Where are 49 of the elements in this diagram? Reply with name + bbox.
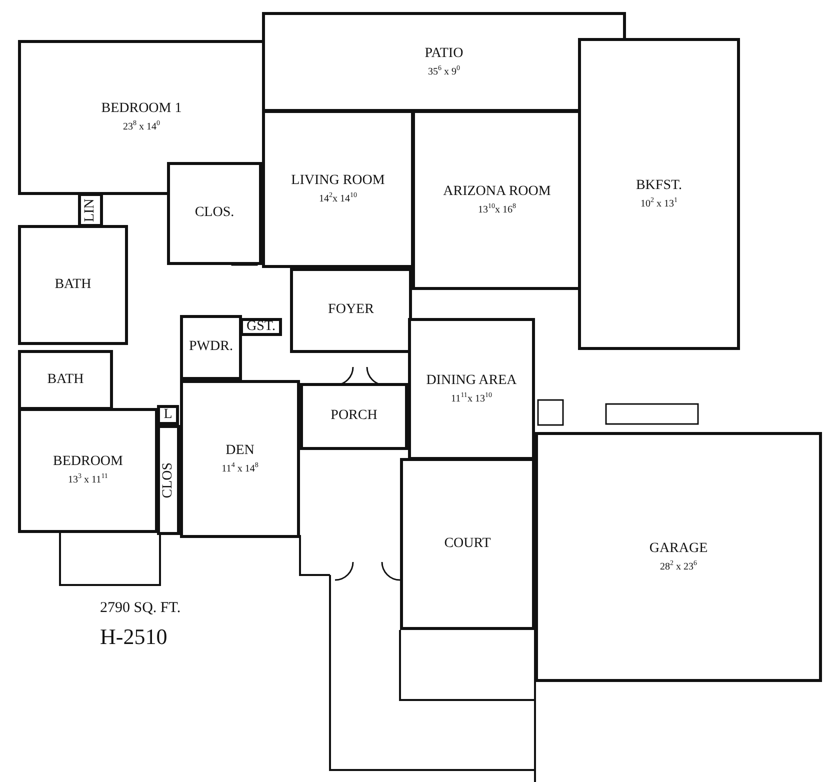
room-dimensions: 23$^{8}$ x 14$^{0}$ <box>123 119 160 132</box>
room-outline <box>240 318 282 336</box>
room-outline <box>400 458 535 630</box>
room-outline <box>578 38 740 350</box>
room-outline <box>180 315 242 380</box>
room-name: GST. <box>246 320 276 334</box>
room-name: BATH <box>47 372 84 388</box>
room-name: DEN <box>226 444 254 459</box>
room-name: BKFST. <box>636 178 682 194</box>
room-outline <box>167 162 262 265</box>
room-name: LIN <box>83 198 98 222</box>
room-name: BEDROOM 1 <box>101 102 182 118</box>
room-name: PORCH <box>330 409 378 424</box>
room-outline <box>300 383 408 450</box>
room-dimensions: 11$^{4}$ x 14$^{8}$ <box>222 460 258 474</box>
room-outline <box>290 268 412 353</box>
room-outline <box>78 193 103 227</box>
room-outline <box>157 405 179 425</box>
room-name: LIVING ROOM <box>291 174 385 189</box>
room-outline <box>535 432 822 682</box>
room-dimensions: 11$^{11}$x 13$^{10}$ <box>451 390 492 404</box>
room-outline <box>180 380 300 538</box>
room-dimensions: 13$^{3}$ x 11$^{11}$ <box>68 472 108 486</box>
room-name: L <box>164 408 172 422</box>
room-dimensions: 10$^{2}$ x 13$^{1}$ <box>640 196 678 209</box>
room-outline <box>262 110 414 268</box>
room-dimensions: 13$^{10}$x 16$^{8}$ <box>478 202 516 215</box>
room-outline <box>157 425 180 535</box>
room-dimensions: 35$^{6}$ x 9$^{0}$ <box>428 64 460 77</box>
room-outline <box>408 318 535 460</box>
room-outline <box>18 350 113 410</box>
room-name: ARIZONA ROOM <box>443 184 551 200</box>
room-name: PWDR. <box>189 340 233 355</box>
room-outline <box>18 408 158 533</box>
room-name: COURT <box>444 536 491 552</box>
room-name: PATIO <box>424 46 464 62</box>
room-name: FOYER <box>328 303 374 318</box>
plan-number: H-2510 <box>100 624 168 650</box>
room-dimensions: 28$^{2}$ x 23$^{6}$ <box>660 558 697 572</box>
room-outline <box>18 225 128 345</box>
room-dimensions: 14$^{2}$x 14$^{10}$ <box>319 190 357 204</box>
room-name: GARAGE <box>649 542 708 557</box>
room-name: CLOS <box>161 462 176 498</box>
room-name: BEDROOM <box>52 455 123 470</box>
area-note: 2790 SQ. FT. <box>100 600 181 617</box>
room-name: CLOS. <box>194 206 234 221</box>
room-name: DINING AREA <box>426 374 517 389</box>
room-name: BATH <box>54 278 92 292</box>
room-outline <box>18 40 265 195</box>
